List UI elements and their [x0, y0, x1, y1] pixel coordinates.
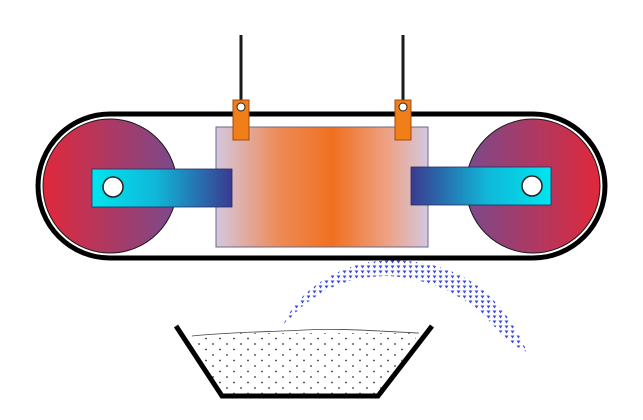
- left-pivot-hole: [102, 176, 124, 198]
- right-connecting-arm: [410, 166, 552, 206]
- collected-material: [192, 333, 419, 396]
- collection-tray: [173, 324, 434, 399]
- left-clamp: [232, 99, 250, 141]
- left-connecting-arm: [91, 168, 233, 208]
- center-block: [215, 126, 429, 248]
- belt: [35, 111, 608, 261]
- right-pivot-hole: [521, 175, 543, 197]
- particle-spray: [283, 260, 527, 352]
- right-clamp: [394, 99, 412, 141]
